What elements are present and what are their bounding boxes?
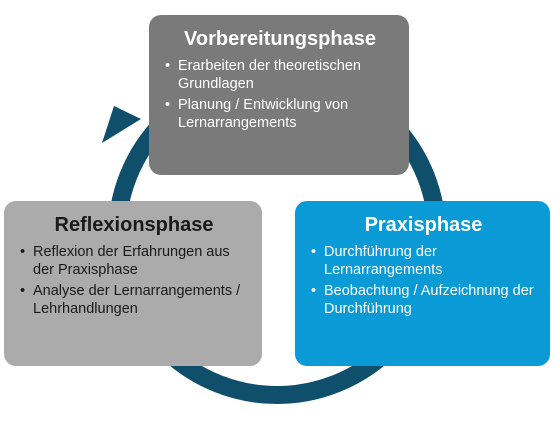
- phase-title-vorbereitung: Vorbereitungsphase: [184, 28, 376, 50]
- phase-list-reflexion: Reflexion der Erfahrungen aus der Praxis…: [20, 243, 248, 318]
- phase-item: Reflexion der Erfahrungen aus der Praxis…: [20, 243, 248, 279]
- phase-praxis: Praxisphase Durchführung der Lernarrange…: [295, 201, 550, 366]
- phase-title-reflexion: Reflexionsphase: [54, 214, 214, 236]
- phase-list-vorbereitung: Erarbeiten der theoretischen Grundlagen …: [165, 57, 395, 132]
- phase-item: Analyse der Lernarrangements / Lehrhandl…: [20, 282, 248, 318]
- phase-item: Beobachtung / Aufzeichnung der Durchführ…: [311, 282, 536, 318]
- phase-vorbereitung: Vorbereitungsphase Erarbeiten der theore…: [149, 15, 409, 175]
- phase-item: Erarbeiten der theoretischen Grundlagen: [165, 57, 395, 93]
- phase-item: Planung / Entwicklung von Lernarrangemen…: [165, 96, 395, 132]
- phase-title-praxis: Praxisphase: [364, 214, 483, 236]
- phase-item: Durchführung der Lernarrangements: [311, 243, 536, 279]
- cycle-arrowhead: [102, 106, 141, 143]
- phase-reflexion: Reflexionsphase Reflexion der Erfahrunge…: [4, 201, 262, 366]
- phase-list-praxis: Durchführung der Lernarrangements Beobac…: [311, 243, 536, 318]
